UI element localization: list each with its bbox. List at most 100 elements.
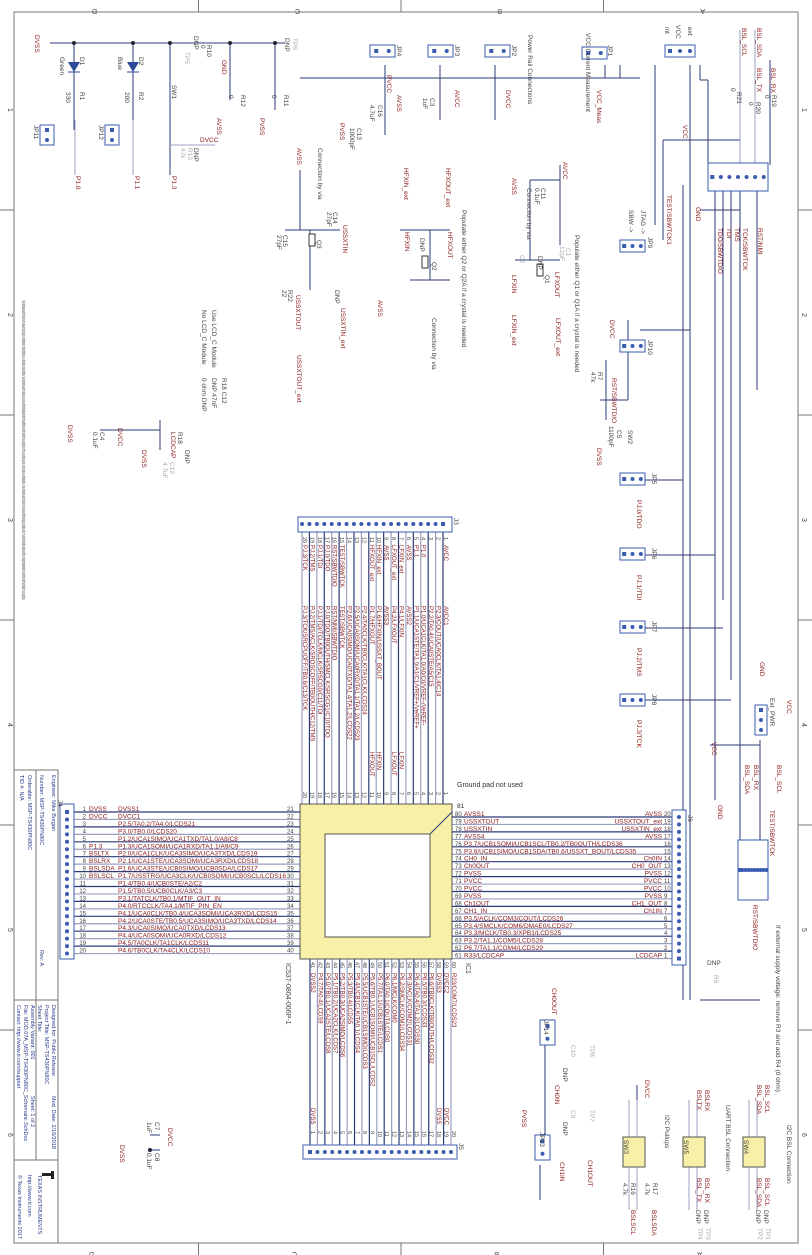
grid-column-label: B xyxy=(494,1250,499,1255)
label-i2c-bsl: I2C BSL Connection xyxy=(785,1125,792,1184)
title-block-sheet-title: Sheet Title: xyxy=(36,1005,42,1033)
label-c4-val: 0.1uF xyxy=(91,432,98,449)
j4-pin xyxy=(65,877,69,882)
label-dnp-tp6: DNP xyxy=(283,38,290,52)
label-avss-tl: AVSS xyxy=(215,118,222,136)
j4-pin-number: 14 xyxy=(79,904,86,910)
ic1-pin-name: AVSS3 xyxy=(383,606,389,626)
ic1-pin-number: 57 xyxy=(428,962,434,968)
ic1-pin-number: 11 xyxy=(368,792,374,798)
ic1-pin-name: PJ.1/TDI/TCLK/MCLK/SRSCG0/C11/TDI xyxy=(316,606,322,715)
label-ext-note: If external supply voltage: remove R3 an… xyxy=(774,925,781,1092)
label-c7-val: 1uF xyxy=(145,1122,152,1133)
ic1-pin-name: P4.5/TA0CLK/TA1CLK/LCDS11 xyxy=(118,940,209,947)
j3-pin-number: 15 xyxy=(338,537,344,543)
jumper-jp7-pin xyxy=(622,625,627,629)
ic1-pin-name: P6.3/ACLK/COM2/LCDS31 xyxy=(405,973,411,1047)
j5-pin xyxy=(411,1150,416,1154)
label-c14: C14 xyxy=(331,212,338,224)
label-lcd-hdr: R18 C12 xyxy=(220,378,227,404)
label-c8-val: 0.1uF xyxy=(145,1153,152,1170)
j6-pin-number: 4 xyxy=(664,931,668,937)
label-tp4: TP4 xyxy=(696,1228,703,1240)
j5-pin-number: 5 xyxy=(339,1131,345,1134)
label-pj3: PJ.3/TCK xyxy=(635,720,642,748)
ic1-pin-number: 43 xyxy=(324,962,330,968)
label-dnp-r13: DNP xyxy=(192,148,199,162)
j5-pin xyxy=(441,1150,446,1154)
label-dvss-tl: DVSS xyxy=(33,35,40,53)
connector-j5 xyxy=(302,1144,458,1160)
title-block-designed-for: Designed for: Public Release xyxy=(50,1005,56,1076)
connector-j3-ref: J3 xyxy=(452,518,459,525)
ic1-pin-name: PVSS xyxy=(464,893,482,900)
jumper-jp3-pin xyxy=(432,49,437,53)
j4-net-label: DVSS xyxy=(89,806,107,813)
j3-pin xyxy=(337,522,342,526)
jumper-jp7-pin xyxy=(638,625,643,629)
j4-pin-number: 16 xyxy=(79,919,86,925)
disclaimer: Texas Instruments and/or its licensors d… xyxy=(20,300,26,600)
label-avcc-c11: AVCC xyxy=(561,162,568,180)
label-dnp-c9: DNP xyxy=(561,1122,568,1136)
label-q2: Q2 xyxy=(430,262,437,271)
label-pvcc-t: PVCC xyxy=(385,75,392,93)
label-avss-t: AVSS xyxy=(395,95,402,113)
label-bsl-scl-r: BSL_SCL xyxy=(775,765,782,794)
label-tp5: TP5 xyxy=(183,52,190,64)
label-lfxout-ext: LFXOUT_ext xyxy=(554,318,561,356)
ic1-pin-number: 75 xyxy=(455,849,462,855)
j6-net-label: PVSS xyxy=(645,871,663,878)
j6-pin-number: 18 xyxy=(664,827,671,833)
crystal-q2 xyxy=(421,255,429,269)
label-sw4-sda: BSL_SDA xyxy=(755,1085,762,1115)
j6-pin-number: 6 xyxy=(664,916,668,922)
label-c8: C8 xyxy=(153,1153,160,1162)
j3-pin xyxy=(374,522,379,526)
j5-pin-number: 14 xyxy=(405,1131,411,1137)
crystal-q1 xyxy=(536,263,544,277)
j4-pin xyxy=(65,869,69,874)
ic1-pin-name: PJ.3/TCK/SRCPUOFF/TB0.6/C13/TCK xyxy=(301,606,307,710)
label-c5-val: 1100pF xyxy=(607,426,614,448)
j6-pin xyxy=(677,874,681,879)
ic1-pin-name: PJ.2/TMS/ACLK/SROSCOFF/TB0OUTH/C12/TMS xyxy=(308,606,314,741)
label-q3: Q3 xyxy=(315,240,322,249)
ic1-pin-name: P5.5/UCB1STE/UCB1SIMO/LCDS3 xyxy=(361,973,367,1069)
ic1-pin-number: 37 xyxy=(287,926,294,932)
jumper-jp4-pin xyxy=(374,49,379,53)
label-pvss-t: PVSS xyxy=(338,123,345,141)
j3-net-label: PJ.0/TDO xyxy=(323,545,329,572)
title-block-copyright: © Texas Instruments 2017 xyxy=(16,1175,23,1239)
title-block-tid: TID #: N/A xyxy=(18,775,24,801)
ic1-part: IC537-0804-006P-1 xyxy=(284,963,291,1025)
title-block-mod-date: Mod. Date: 2/16/2018 xyxy=(50,1096,56,1149)
label-jp14: JP14 xyxy=(542,1020,549,1035)
label-dnp-r18: DNP xyxy=(183,450,190,464)
ic1-pin-number: 30 xyxy=(287,874,294,880)
grid-row-label: 5 xyxy=(800,928,807,932)
j6-net-label: Ch1IN xyxy=(644,908,663,915)
j4-net-label: BSLTX xyxy=(89,851,110,858)
label-avss-q2: AVSS xyxy=(376,300,383,318)
j3-pin xyxy=(381,522,386,526)
junction-dot xyxy=(273,41,277,45)
label-sw5-rx2: BSL_RX xyxy=(703,1178,710,1204)
label-r10: R10 xyxy=(205,45,212,57)
j6-pin xyxy=(677,956,681,961)
ic1-pin-name: R23/COM7/LCDS23 xyxy=(450,973,456,1028)
j5-pin xyxy=(367,1150,372,1154)
ic1-pin-number: 76 xyxy=(455,842,462,848)
junction-dot xyxy=(148,1148,152,1152)
jumper-jp14-pin xyxy=(545,1036,550,1041)
dip-switch-sw5 xyxy=(682,1136,706,1168)
label-tms: TMS xyxy=(733,228,740,242)
label-c13: C13 xyxy=(355,128,362,140)
ic1-pin-number: 7 xyxy=(397,792,403,795)
label-dvcc-c4: DVCC xyxy=(116,428,123,447)
bsl-connector-pin xyxy=(746,868,751,872)
label-jp7: JP7 xyxy=(650,621,657,633)
j3-net-label: AVSS xyxy=(405,545,411,561)
label-c16-val: 4.7uF xyxy=(368,105,375,122)
jtag-connector-pin xyxy=(736,175,740,179)
